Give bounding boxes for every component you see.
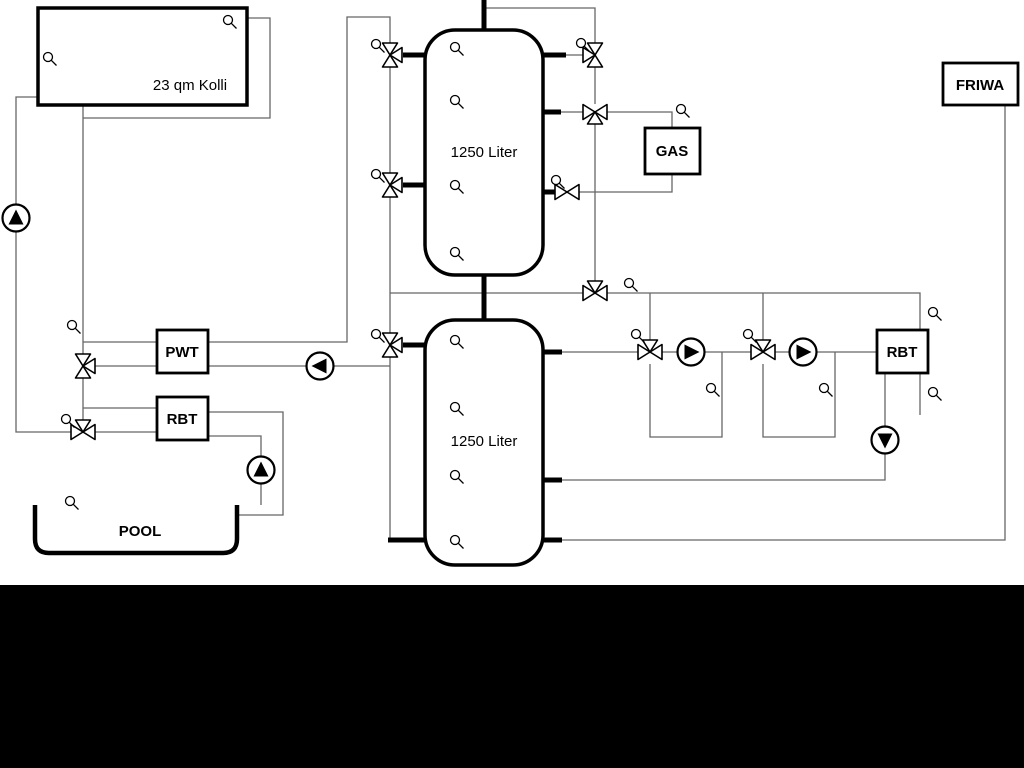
rbt-right-box: RBT bbox=[875, 328, 930, 375]
buffer-tank-upper: 1250 Liter bbox=[423, 28, 545, 277]
buffer-charge-pump-icon bbox=[305, 351, 335, 381]
gas-boiler-box: GAS bbox=[643, 126, 702, 176]
pwt-label: PWT bbox=[165, 344, 198, 361]
heating-circuit-2-pump-icon bbox=[788, 337, 818, 367]
buffer-tank-lower-label: 1250 Liter bbox=[451, 433, 518, 450]
buffer-tank-upper-label: 1250 Liter bbox=[451, 144, 518, 161]
rbt-left-label: RBT bbox=[167, 411, 198, 428]
friwa-label: FRIWA bbox=[956, 77, 1004, 94]
gas-label: GAS bbox=[656, 143, 689, 160]
pool-label: POOL bbox=[119, 523, 162, 540]
friwa-station-box: FRIWA bbox=[941, 61, 1020, 107]
rbt-right-pump-icon bbox=[870, 425, 900, 455]
buffer-tank-lower: 1250 Liter bbox=[423, 318, 545, 567]
rbt-left-box: RBT bbox=[155, 395, 210, 442]
pwt-heat-exchanger-box: PWT bbox=[155, 328, 210, 375]
rbt-right-label: RBT bbox=[887, 344, 918, 361]
heating-circuit-1-pump-icon bbox=[676, 337, 706, 367]
pool-pump-icon bbox=[246, 455, 276, 485]
pool-basin: POOL bbox=[32, 505, 240, 556]
collector-label: 23 qm Kolli bbox=[153, 77, 227, 94]
solar-collector-box: 23 qm Kolli bbox=[36, 6, 249, 107]
pipes-thick bbox=[388, 0, 566, 543]
bottom-black-band bbox=[0, 585, 1024, 768]
solar-pump-icon bbox=[1, 203, 31, 233]
